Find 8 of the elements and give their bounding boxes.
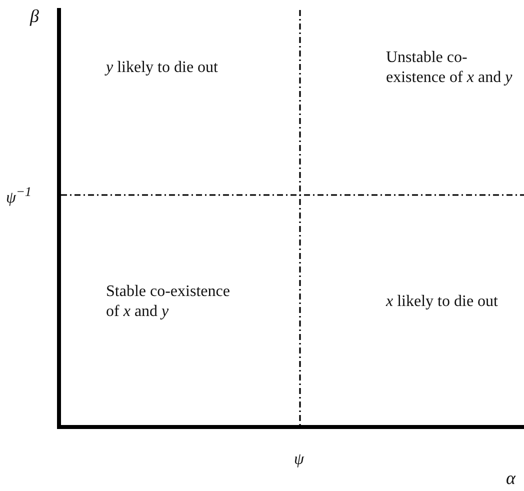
region-label: Unstable co-existence of x and y bbox=[386, 48, 514, 88]
tick-label: ψ$^{−1}$ bbox=[6, 183, 32, 208]
region-label: x likely to die out bbox=[386, 292, 499, 312]
tick-label: ψ bbox=[294, 450, 304, 470]
region-label: Stable co-existence of x and y bbox=[106, 282, 231, 322]
axis-label: α bbox=[506, 468, 516, 488]
region-label: y likely to die out bbox=[106, 58, 219, 78]
axis-label: β bbox=[30, 6, 39, 26]
